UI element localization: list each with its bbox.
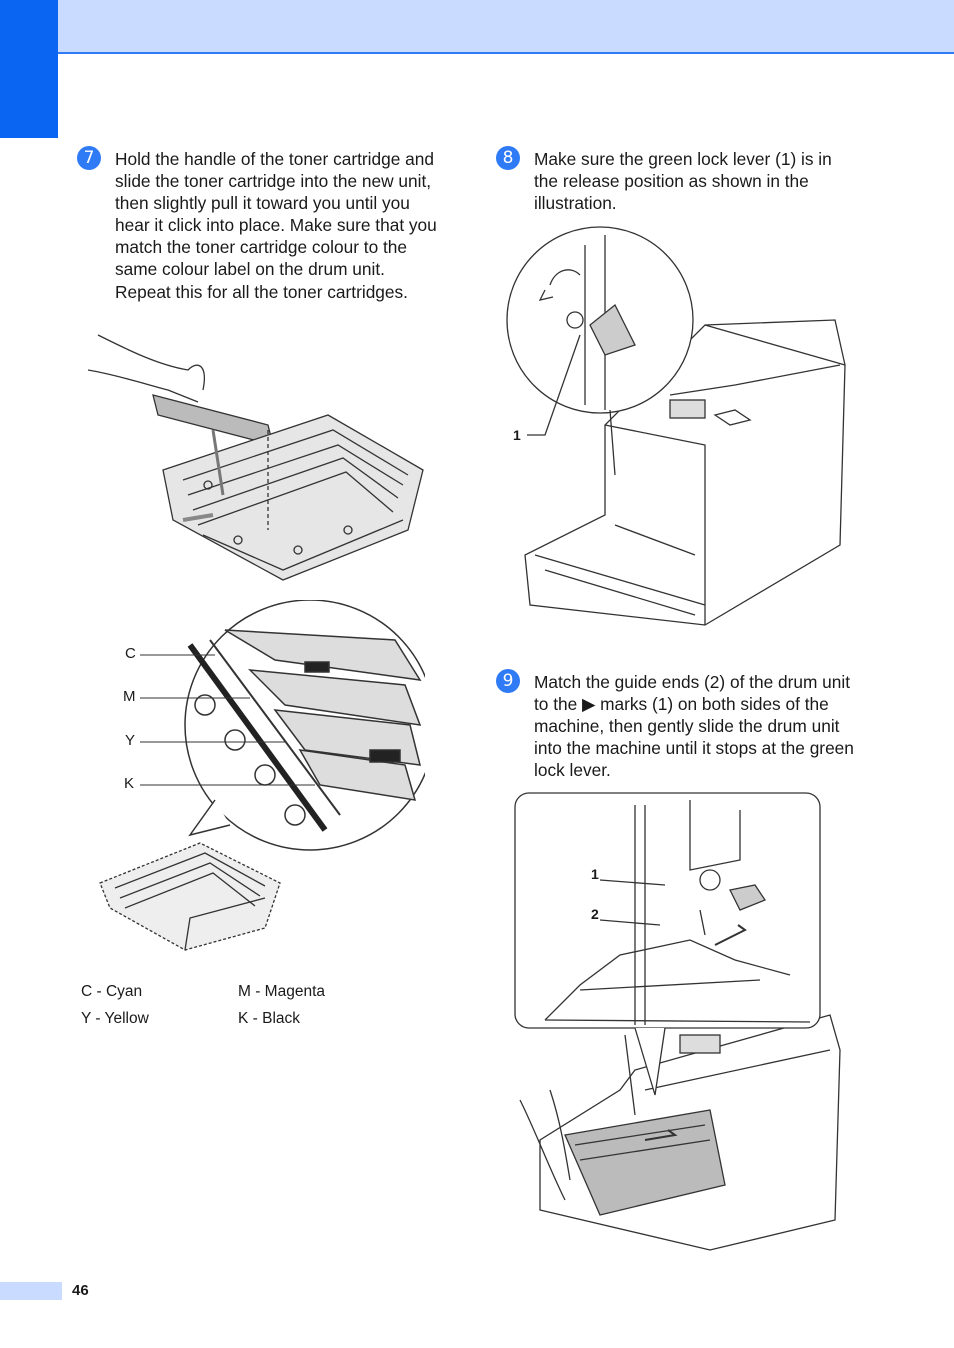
step9-callout-1: 1 [591, 866, 599, 882]
toner-insertion-illustration [88, 330, 433, 585]
step-7-text: Hold the handle of the toner cartridge a… [115, 149, 437, 302]
legend-yellow: Y - Yellow [81, 1010, 149, 1027]
legend-cyan: C - Cyan [81, 983, 143, 1000]
step-7-number: 7 [77, 146, 101, 170]
page-number: 46 [72, 1282, 89, 1299]
step-8-text: Make sure the green lock lever (1) is in… [534, 149, 832, 214]
step9-callout-2: 2 [591, 906, 599, 922]
legend-black: K - Black [238, 1010, 301, 1027]
lock-lever-illustration [505, 225, 850, 655]
drum-insertion-illustration [510, 790, 845, 1255]
label-c: C [125, 645, 136, 662]
label-leader-lines [140, 654, 315, 786]
label-k: K [124, 775, 135, 792]
step-9-text: Match the guide ends (2) of the drum uni… [534, 672, 854, 781]
header-band [58, 0, 954, 54]
footer-band [0, 1282, 62, 1300]
step-8-number: 8 [496, 146, 520, 170]
step8-callout-1: 1 [513, 427, 521, 443]
toner-color-detail-illustration [155, 600, 425, 860]
chapter-tab [0, 0, 58, 138]
label-y: Y [125, 732, 136, 749]
drum-unit-small-illustration [95, 838, 285, 953]
step-9-number: 9 [496, 669, 520, 693]
legend-magenta: M - Magenta [238, 983, 326, 1000]
label-m: M [123, 688, 136, 705]
